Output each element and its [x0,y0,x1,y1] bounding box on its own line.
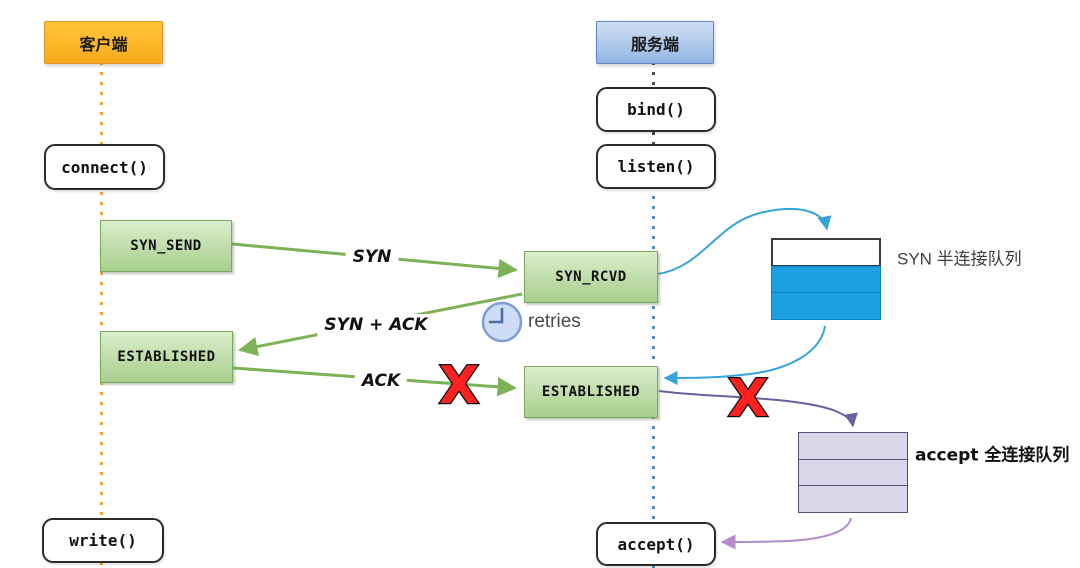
accept-queue-slot [798,432,908,460]
server-established-state-label: ESTABLISHED [541,384,641,400]
accept-queue-label: accept 全连接队列 [915,445,1070,466]
accept-queue-slot [798,485,908,513]
drop-ack-x-icon: X [439,356,479,416]
listen-call-label: listen() [617,157,695,176]
client-lifeline [100,62,103,568]
accept-call: accept() [596,522,716,566]
syn-label: SYN [345,246,399,268]
bind-call-label: bind() [627,100,685,119]
syn-queue-label: SYN 半连接队列 [897,249,1022,269]
syn-queue-slot-empty [771,238,881,267]
accept-queue-slot [798,458,908,487]
server-established-state: ESTABLISHED [524,366,658,418]
syn-ack-label: SYN + ACK [317,314,435,336]
write-call: write() [42,518,164,563]
connect-call-label: connect() [61,157,148,177]
drop-accept-x-icon: X [728,369,768,429]
enqueue-syn-arrow [657,207,832,275]
accept-call-label: accept() [617,534,695,554]
clock-icon [481,301,523,343]
syn-send-state: SYN_SEND [100,220,232,272]
write-call-label: write() [69,531,137,550]
client-established-state-label: ESTABLISHED [117,349,216,365]
dequeue-accept-arrow [720,517,852,550]
syn-rcvd-state: SYN_RCVD [524,251,658,303]
syn-queue-slot-used [771,292,881,320]
server-actor: 服务端 [596,21,714,64]
connect-call: connect() [44,144,165,190]
dequeue-syn-arrow [663,325,826,385]
enqueue-accept-arrow [658,390,858,428]
ack-label: ACK [354,370,408,392]
bind-call: bind() [596,87,716,132]
retries-label: retries [528,311,581,332]
client-actor: 客户端 [44,21,163,64]
client-actor-label: 客户端 [79,34,128,54]
client-established-state: ESTABLISHED [100,331,233,383]
listen-call: listen() [596,144,716,189]
syn-queue-slot-used [771,265,881,294]
syn-rcvd-state-label: SYN_RCVD [555,269,627,285]
server-actor-label: 服务端 [630,34,679,54]
accept-queue [798,432,908,513]
syn-send-state-label: SYN_SEND [130,238,202,254]
syn-queue [771,238,881,320]
